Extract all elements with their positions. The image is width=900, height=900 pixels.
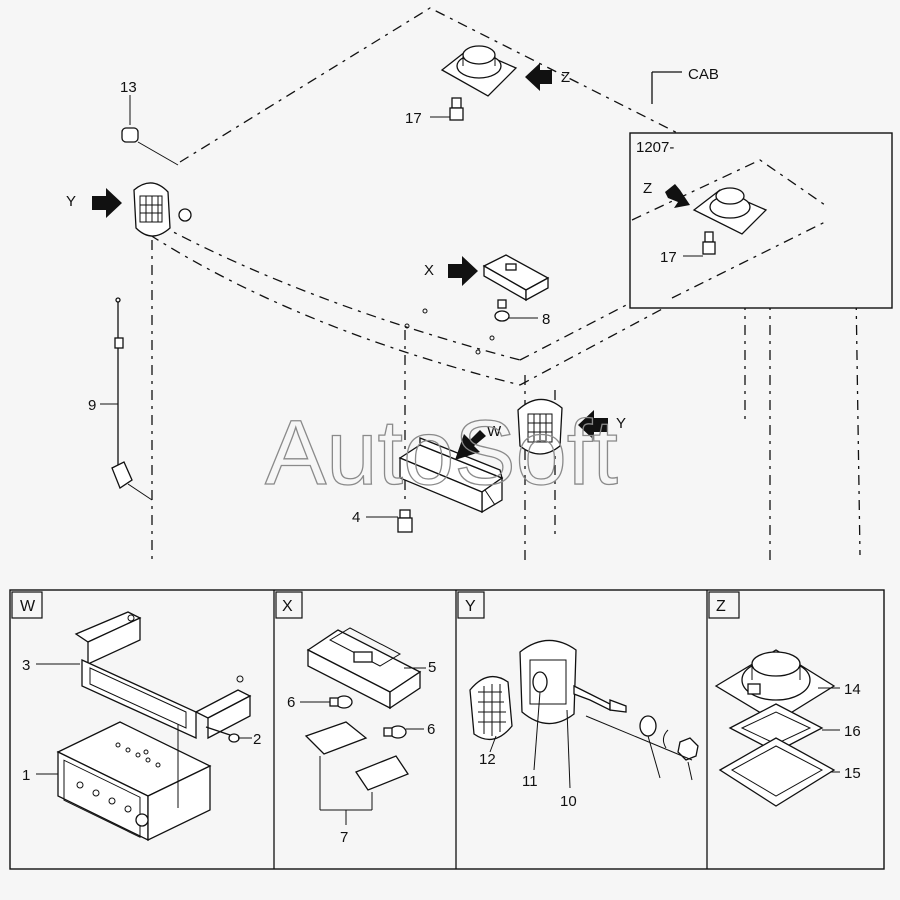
side-lamp-right <box>517 398 563 455</box>
callout-11: 11 <box>522 773 538 790</box>
callout-17-top: 17 <box>405 110 422 127</box>
arrow-x-label: X <box>424 262 434 279</box>
callout-6-right: 6 <box>427 721 435 738</box>
arrow-z-top <box>525 63 552 91</box>
panel-z-drawing <box>714 649 840 807</box>
arrow-w-label: W <box>487 423 502 440</box>
callout-10: 10 <box>560 793 577 810</box>
arrow-w <box>455 430 486 460</box>
callout-17-inset: 17 <box>660 249 677 266</box>
roof-holes <box>404 308 495 355</box>
cab-label: CAB <box>688 66 719 83</box>
arrow-y-left <box>92 188 122 218</box>
speaker-top <box>440 45 518 121</box>
callout-12: 12 <box>479 751 496 768</box>
callout-13: 13 <box>120 79 137 96</box>
callout-5: 5 <box>428 659 436 676</box>
arrow-y-right-label: Y <box>616 415 626 432</box>
arrow-z-inset-label: Z <box>643 180 652 197</box>
callout-2: 2 <box>253 731 261 748</box>
side-lamp-left <box>133 182 192 237</box>
panel-z-label: Z <box>716 598 726 615</box>
arrow-y-right <box>578 410 608 440</box>
part-13-grommet <box>121 127 179 166</box>
arrow-z-inset <box>665 184 690 208</box>
callout-3: 3 <box>22 657 30 674</box>
callout-1: 1 <box>22 767 30 784</box>
arrow-y-left-label: Y <box>66 193 76 210</box>
inset-box: 1207- <box>629 132 893 309</box>
callout-6-left: 6 <box>287 694 295 711</box>
panel-y-label: Y <box>465 598 476 615</box>
inset-label: 1207- <box>636 139 674 156</box>
arrow-z-top-label: Z <box>561 69 570 86</box>
panel-x-label: X <box>282 598 293 615</box>
callout-14: 14 <box>844 681 861 698</box>
callout-9: 9 <box>88 397 96 414</box>
watermark: AutoSoft <box>265 402 618 504</box>
panel-y-drawing <box>469 639 699 789</box>
room-lamp <box>482 254 550 322</box>
callout-16: 16 <box>844 723 861 740</box>
callout-4: 4 <box>352 509 360 526</box>
panel-w-label: W <box>20 598 36 615</box>
panel-w-drawing <box>36 611 252 842</box>
arrow-x <box>448 256 478 286</box>
detail-panels-frame <box>9 589 885 870</box>
panel-x-drawing <box>300 627 426 825</box>
callout-7: 7 <box>340 829 348 846</box>
antenna <box>111 297 153 501</box>
callout-8: 8 <box>542 311 550 328</box>
callout-15: 15 <box>844 765 861 782</box>
